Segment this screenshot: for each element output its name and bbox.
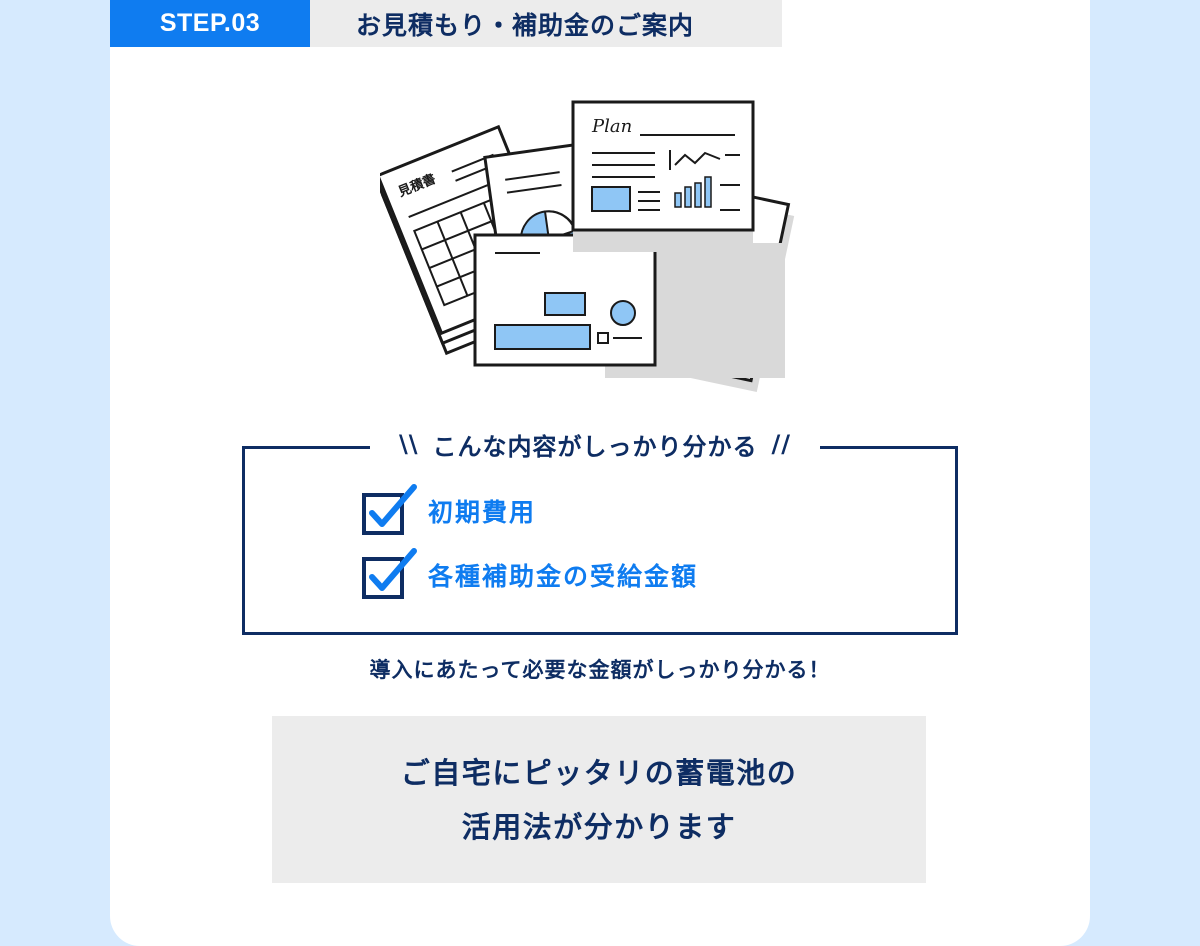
check-item-label: 初期費用 [428, 498, 537, 527]
checkbox-checked-icon [362, 548, 417, 599]
info-heading: \\ こんな内容がしっかり分かる // [370, 419, 820, 469]
callout-line-2: 活用法が分かります [461, 809, 737, 844]
step-header: STEP.03 お見積もり・補助金のご案内 [110, 0, 782, 47]
info-box: \\ こんな内容がしっかり分かる // 初期費用 各種補助金の受給金額 [242, 419, 958, 635]
step-badge: STEP.03 [110, 0, 310, 47]
slash-right: // [771, 430, 792, 458]
step-card: STEP.03 お見積もり・補助金のご案内 見積書 [110, 0, 1090, 946]
plan-document-label: Plan [591, 116, 632, 137]
summary-document [473, 233, 785, 378]
step-title: お見積もり・補助金のご案内 [356, 10, 695, 40]
summary-text: 導入にあたって必要な金額がしっかり分かる！ [369, 658, 831, 682]
slash-left: \\ [398, 430, 419, 458]
checkbox-checked-icon [362, 484, 417, 535]
info-heading-text: こんな内容がしっかり分かる [432, 432, 758, 461]
documents-illustration: 見積書 [380, 100, 795, 393]
check-item-subsidy-amount: 各種補助金の受給金額 [360, 547, 698, 603]
callout-panel: ご自宅にピッタリの蓄電池の 活用法が分かります [272, 716, 926, 883]
callout-line-1: ご自宅にピッタリの蓄電池の [400, 755, 798, 790]
plan-document: Plan [571, 100, 755, 252]
check-item-label: 各種補助金の受給金額 [428, 562, 699, 591]
check-item-initial-cost: 初期費用 [360, 483, 536, 539]
